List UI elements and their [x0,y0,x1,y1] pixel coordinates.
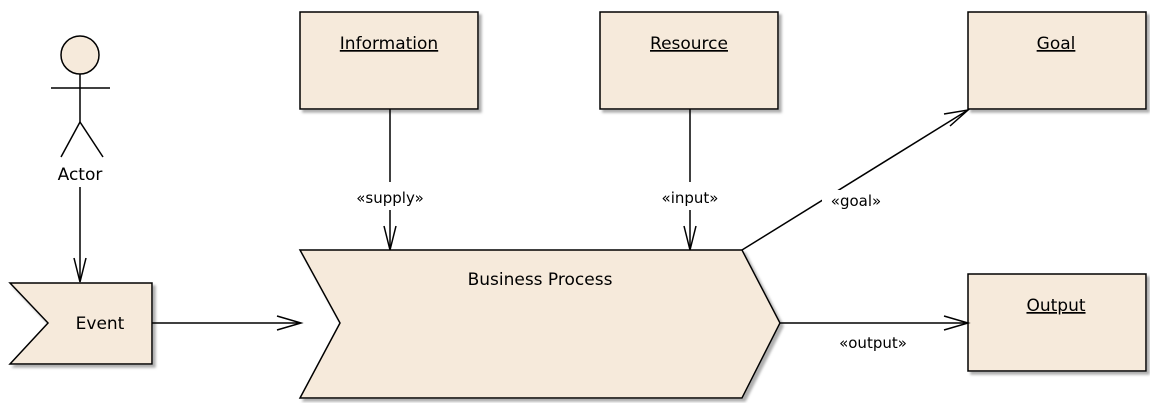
output-arrowhead [943,315,971,331]
goal-node[interactable]: Goal [967,11,1147,110]
resource-box [599,11,779,110]
output-label: Output [1026,296,1085,316]
output-connector-label: «output» [839,334,907,352]
actor[interactable]: Actor [51,35,110,185]
goal-arrowhead [943,108,971,127]
actor-label: Actor [58,165,103,185]
resource-label: Resource [650,34,728,54]
goal-connector[interactable]: «goal» [741,108,971,251]
information-label: Information [340,34,438,54]
business-process-label: Business Process [468,270,613,290]
goal-box [967,11,1147,110]
input-connector[interactable]: «input» [662,109,719,251]
event-shape [8,282,153,365]
actor-event-connector[interactable] [73,187,87,283]
actor-event-arrowhead [73,257,87,283]
business-process-node[interactable]: Business Process [298,249,781,399]
output-box [967,273,1147,372]
event-process-arrowhead [276,315,304,331]
actor-head [60,35,100,75]
output-connector[interactable]: «output» [780,315,971,352]
information-node[interactable]: Information [299,11,479,110]
event-label: Event [76,314,125,334]
input-arrowhead [683,225,697,251]
resource-node[interactable]: Resource [599,11,779,110]
event-node[interactable]: Event [8,282,153,365]
goal-connector-label: «goal» [831,192,881,210]
goal-label: Goal [1037,34,1076,54]
supply-arrowhead [383,225,397,251]
information-box [299,11,479,110]
input-label: «input» [662,189,719,207]
supply-connector[interactable]: «supply» [356,109,424,251]
event-process-connector[interactable] [152,315,304,331]
output-node[interactable]: Output [967,273,1147,372]
actor-left-leg [60,121,81,158]
supply-label: «supply» [356,189,424,207]
actor-right-leg [79,121,104,158]
